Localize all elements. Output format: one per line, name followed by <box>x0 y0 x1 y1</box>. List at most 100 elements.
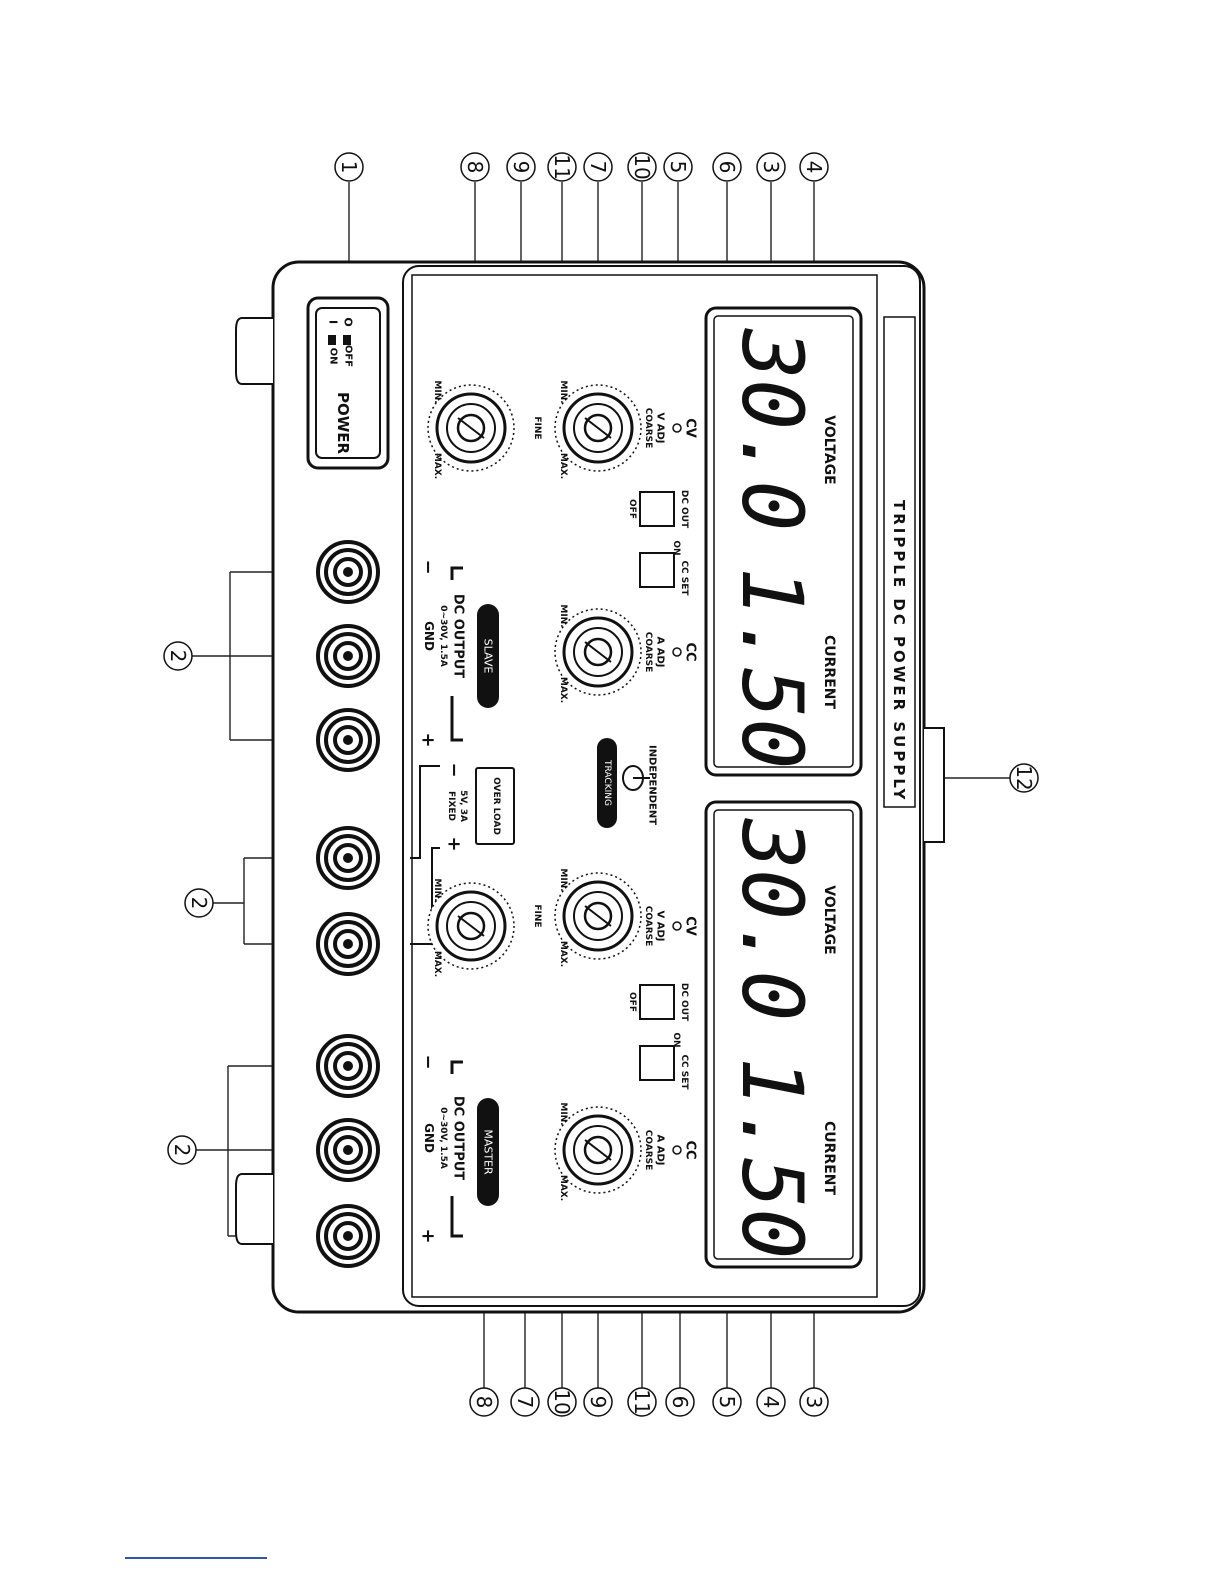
right-cc-label: CC <box>683 1140 698 1159</box>
left-output-spec: 0~30V, 1.5A <box>438 605 448 667</box>
right-minus-label: − <box>418 1054 439 1069</box>
right-cc-set-label: CC SET <box>679 1054 689 1090</box>
title-strip: TRIPPLE DC POWER SUPPLY <box>883 316 916 808</box>
right-current-label: CURRENT <box>821 1121 837 1195</box>
callout-left-0: 2 <box>166 650 190 663</box>
left-v-min-label: MIN. <box>558 380 568 403</box>
left-cv-led <box>672 423 682 433</box>
right-a-coarse-label: COARSE <box>643 1130 653 1171</box>
left-output-title: DC OUTPUT <box>451 594 466 678</box>
tracking-toggle-switch[interactable] <box>622 765 650 791</box>
fixed-spec-line2: FIXED <box>446 791 456 821</box>
callout-top-2: 6 <box>715 161 739 174</box>
right-current-knob[interactable] <box>554 1106 642 1194</box>
terminal-slave-minus[interactable] <box>316 540 380 604</box>
power-switch[interactable]: POWER I ON O OFF <box>306 296 390 470</box>
right-cc-set-button[interactable] <box>639 1045 675 1081</box>
callout-bottom-5: 9 <box>586 1396 610 1409</box>
left-voltage-knob[interactable] <box>554 384 642 472</box>
left-voltage-reading: 30.0 <box>723 328 821 531</box>
left-v-coarse-label: COARSE <box>643 408 653 449</box>
right-fine-max-label: MAX. <box>432 951 442 977</box>
panel-title: TRIPPLE DC POWER SUPPLY <box>890 500 908 802</box>
master-badge-text: MASTER <box>482 1129 495 1175</box>
left-v-adj-label: V ADJ <box>655 413 666 444</box>
power-on-label: ON <box>328 348 339 365</box>
terminals <box>316 540 380 1268</box>
left-current-knob[interactable] <box>554 608 642 696</box>
fixed-output-area: OVER LOAD 5V, 3A FIXED − + <box>410 762 515 945</box>
slave-badge: SLAVE <box>477 604 499 708</box>
right-a-min-label: MIN. <box>558 1102 568 1125</box>
callout-bottom-8: 8 <box>472 1396 496 1409</box>
callouts-top: 4 3 6 5 10 7 11 9 8 1 <box>334 152 829 182</box>
terminal-master-plus[interactable] <box>316 1204 380 1268</box>
callouts-bottom: 3 4 5 6 11 9 10 7 8 <box>469 1387 829 1417</box>
callout-bottom-6: 10 <box>550 1389 574 1414</box>
callouts-left: 2 2 2 <box>163 641 214 1165</box>
callout-top-6: 11 <box>550 154 574 179</box>
left-current-reading: 1.50 <box>723 567 821 769</box>
terminal-fixed-plus[interactable] <box>316 912 380 976</box>
callout-left-1: 2 <box>187 897 211 910</box>
tracking-badge: TRACKING <box>602 759 612 806</box>
right-a-adj-label: A ADJ <box>655 1135 666 1166</box>
terminal-slave-gnd[interactable] <box>316 624 380 688</box>
left-fine-min-label: MIN. <box>432 380 442 403</box>
power-off-label: OFF <box>343 345 354 367</box>
right-fine-knob[interactable] <box>427 882 515 970</box>
left-on-label: ON <box>671 540 681 555</box>
right-cv-label: CV <box>683 916 698 936</box>
left-dc-out-label: DC OUT <box>679 490 689 529</box>
callout-bottom-1: 4 <box>759 1396 783 1409</box>
master-badge: MASTER <box>477 1098 499 1206</box>
left-display: VOLTAGE CURRENT 30.0 1.50 <box>704 306 863 777</box>
left-current-label: CURRENT <box>821 635 837 709</box>
left-a-max-label: MAX. <box>558 677 568 703</box>
right-voltage-knob[interactable] <box>554 872 642 960</box>
callout-bottom-3: 6 <box>668 1396 692 1409</box>
right-output-title: DC OUTPUT <box>451 1096 466 1180</box>
terminal-master-minus[interactable] <box>316 1034 380 1098</box>
slave-badge-text: SLAVE <box>482 639 495 674</box>
left-off-label: OFF <box>627 499 637 519</box>
left-cc-set-button[interactable] <box>639 552 675 588</box>
left-gnd-label: GND <box>422 621 436 651</box>
callout-bottom-4: 11 <box>630 1389 654 1414</box>
left-a-min-label: MIN. <box>558 604 568 627</box>
left-voltage-label: VOLTAGE <box>821 415 837 484</box>
power-label: POWER <box>334 392 352 455</box>
callout-top-5: 7 <box>586 161 610 174</box>
terminal-fixed-minus[interactable] <box>316 826 380 890</box>
left-fine-max-label: MAX. <box>432 453 442 479</box>
left-dc-out-switch[interactable] <box>639 491 675 527</box>
right-voltage-label: VOLTAGE <box>821 885 837 954</box>
left-fine-knob[interactable] <box>427 384 515 472</box>
callout-top-1: 3 <box>759 161 783 174</box>
terminal-slave-plus[interactable] <box>316 708 380 772</box>
left-v-max-label: MAX. <box>558 453 568 479</box>
right-dc-out-switch[interactable] <box>639 984 675 1020</box>
left-cc-set-label: CC SET <box>679 560 689 596</box>
callouts-right: 12 <box>1009 763 1039 793</box>
right-fine-label: FINE <box>532 904 542 927</box>
callout-bottom-2: 5 <box>715 1396 739 1409</box>
callout-bottom-0: 3 <box>802 1396 826 1409</box>
left-cc-led <box>672 647 682 657</box>
terminal-master-gnd[interactable] <box>316 1118 380 1182</box>
fixed-minus-label: − <box>444 762 465 777</box>
fixed-plus-label: + <box>444 836 465 851</box>
right-plus-label: + <box>418 1228 439 1243</box>
right-cv-led <box>672 921 682 931</box>
right-dc-out-label: DC OUT <box>679 983 689 1022</box>
overload-label: OVER LOAD <box>491 777 501 835</box>
left-a-coarse-label: COARSE <box>643 632 653 673</box>
footnote-rule <box>125 1557 267 1559</box>
independent-label: INDEPENDENT <box>647 745 658 825</box>
left-plus-label: + <box>418 732 439 747</box>
right-off-label: OFF <box>627 992 637 1012</box>
left-controls: CV CC V ADJ COARSE A ADJ COARSE MIN. MAX… <box>418 380 698 747</box>
right-output-spec: 0~30V, 1.5A <box>438 1107 448 1169</box>
callout-top-9: 1 <box>337 161 361 174</box>
